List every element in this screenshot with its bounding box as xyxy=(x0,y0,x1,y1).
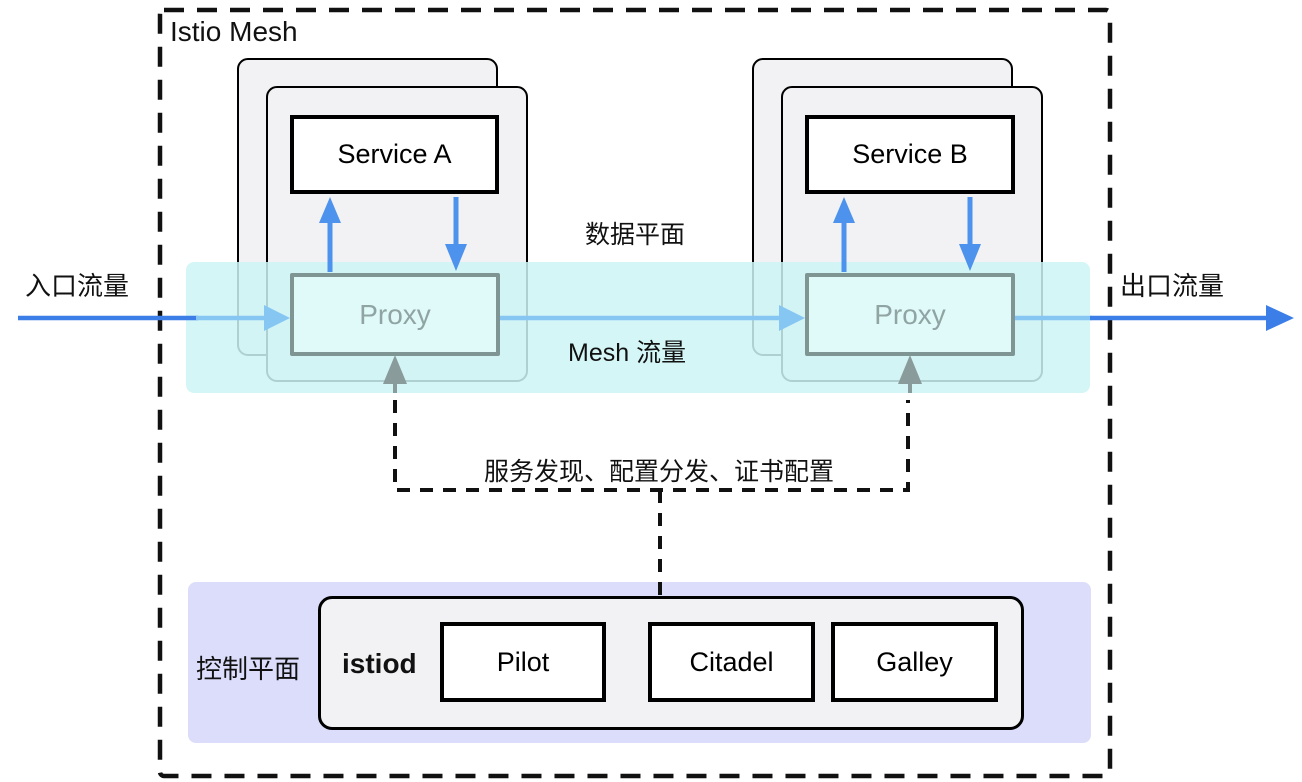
service-a-box: Service A xyxy=(290,115,499,194)
galley-box: Galley xyxy=(831,622,998,702)
proxy-b-box: Proxy xyxy=(805,273,1015,356)
egress-label: 出口流量 xyxy=(1120,271,1225,301)
service-a-label: Service A xyxy=(337,139,452,169)
pilot-label: Pilot xyxy=(496,646,550,677)
discovery-label: 服务发现、配置分发、证书配置 xyxy=(484,458,835,486)
data-plane-label: 数据平面 xyxy=(585,221,686,249)
egress-arrowhead-icon xyxy=(1266,305,1294,331)
service-b-label: Service B xyxy=(852,139,968,169)
mesh-traffic-label: Mesh 流量 xyxy=(568,339,687,367)
citadel-box: Citadel xyxy=(648,622,815,702)
ingress-label: 入口流量 xyxy=(25,271,130,301)
mesh-title: Istio Mesh xyxy=(170,16,298,47)
proxy-a-box: Proxy xyxy=(290,273,500,356)
pilot-box: Pilot xyxy=(440,622,606,702)
citadel-label: Citadel xyxy=(689,646,774,677)
proxy-b-label: Proxy xyxy=(874,298,946,330)
control-plane-label: 控制平面 xyxy=(196,654,301,684)
istiod-label: istiod xyxy=(342,648,417,679)
galley-label: Galley xyxy=(876,646,953,677)
proxy-a-label: Proxy xyxy=(359,298,431,330)
service-b-box: Service B xyxy=(805,115,1015,194)
